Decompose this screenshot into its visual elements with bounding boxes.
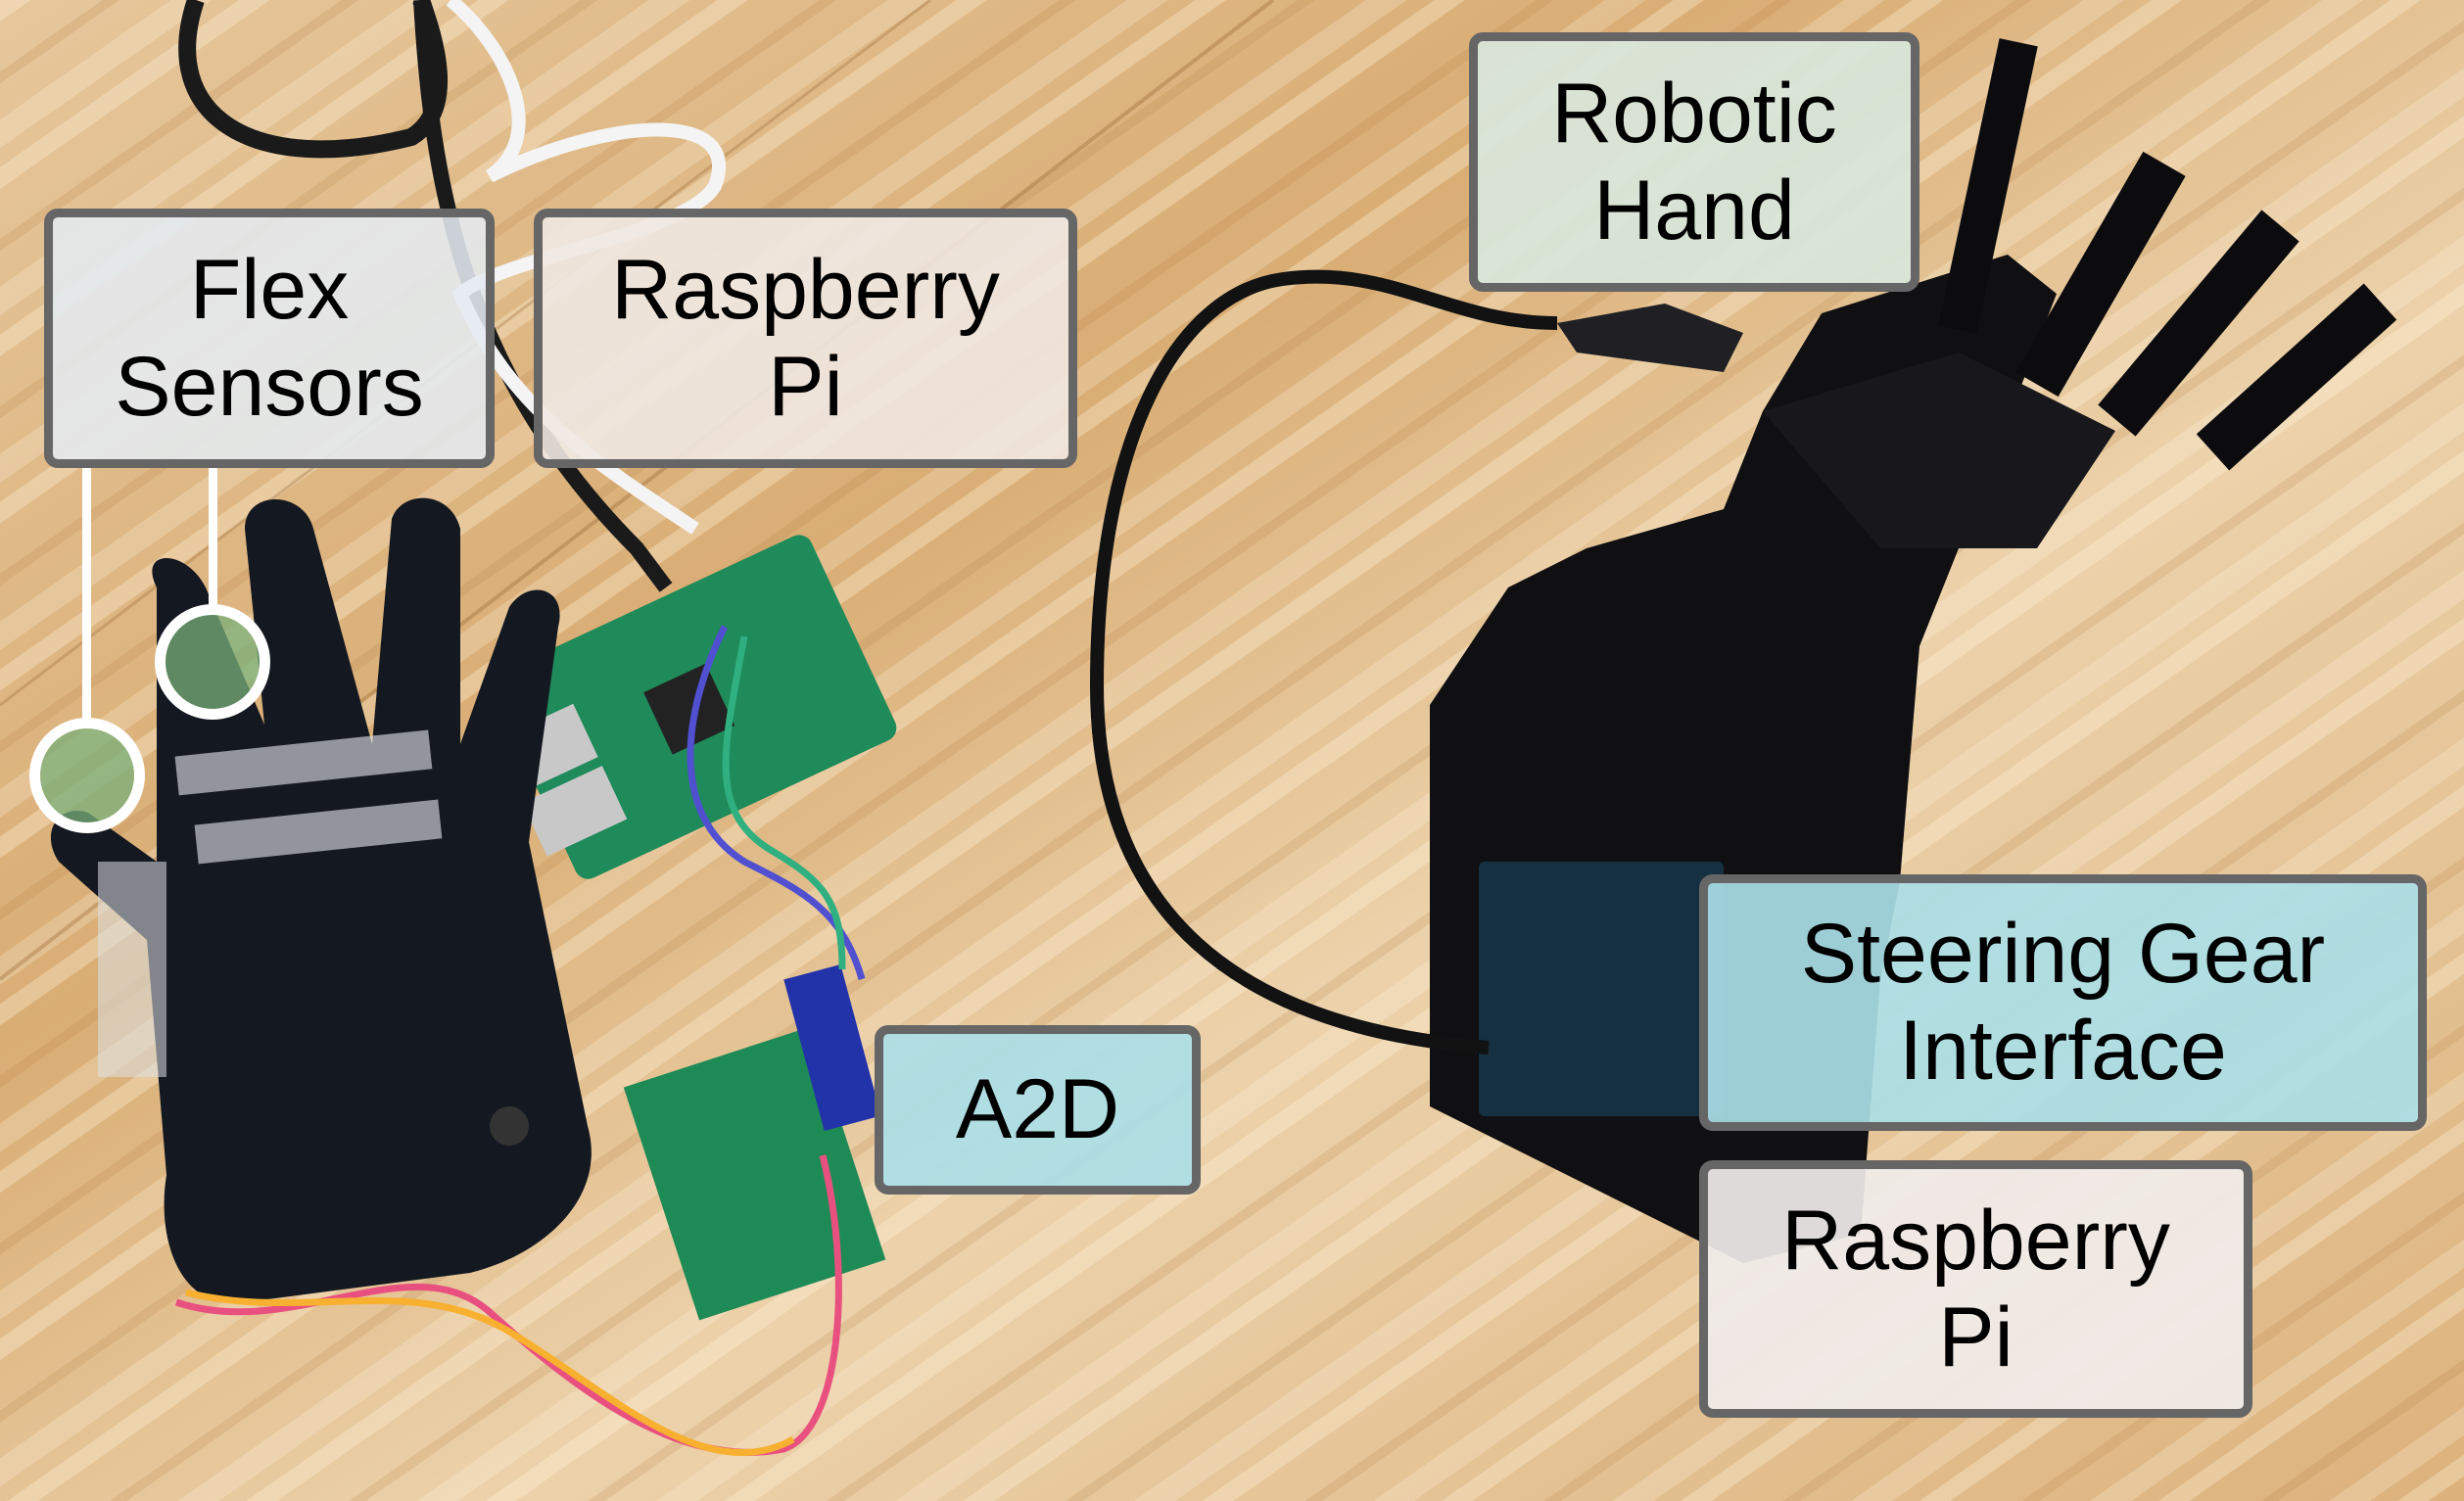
label-raspberry-pi-left-line1: Raspberry	[611, 242, 1000, 337]
a2d-module	[783, 963, 881, 1132]
label-steering-gear-line1: Steering Gear	[1800, 907, 2326, 1002]
label-raspberry-pi-right-line2: Pi	[1938, 1290, 2014, 1384]
label-a2d-line1: A2D	[955, 1062, 1120, 1157]
flex-sensor-callout-1	[29, 718, 145, 833]
robotic-hand	[1430, 38, 2397, 1263]
servo-controller-board	[1479, 862, 1724, 1116]
label-raspberry-pi-right-line1: Raspberry	[1781, 1193, 2170, 1288]
label-flex-sensors-line2: Sensors	[115, 339, 424, 434]
label-robotic-hand-line1: Robotic	[1551, 66, 1837, 161]
label-steering-gear-line2: Interface	[1899, 1004, 2227, 1098]
label-a2d: A2D	[875, 1025, 1201, 1195]
label-steering-gear-interface: Steering Gear Interface	[1699, 874, 2427, 1131]
robotic-hand-cable	[1089, 269, 1558, 1055]
label-raspberry-pi-left-line2: Pi	[768, 339, 843, 434]
label-raspberry-pi-right: Raspberry Pi	[1699, 1160, 2252, 1418]
flex-sensor-callout-2	[155, 604, 270, 720]
label-flex-sensors: Flex Sensors	[44, 209, 495, 468]
label-raspberry-pi-left: Raspberry Pi	[534, 209, 1077, 468]
flex-sensor-leader-line-1	[82, 468, 91, 723]
label-robotic-hand-line2: Hand	[1593, 163, 1795, 258]
twisted-wires	[174, 625, 866, 1456]
label-robotic-hand: Robotic Hand	[1469, 32, 1919, 292]
label-flex-sensors-line1: Flex	[189, 242, 350, 337]
flex-sensor-leader-line-2	[209, 468, 217, 613]
